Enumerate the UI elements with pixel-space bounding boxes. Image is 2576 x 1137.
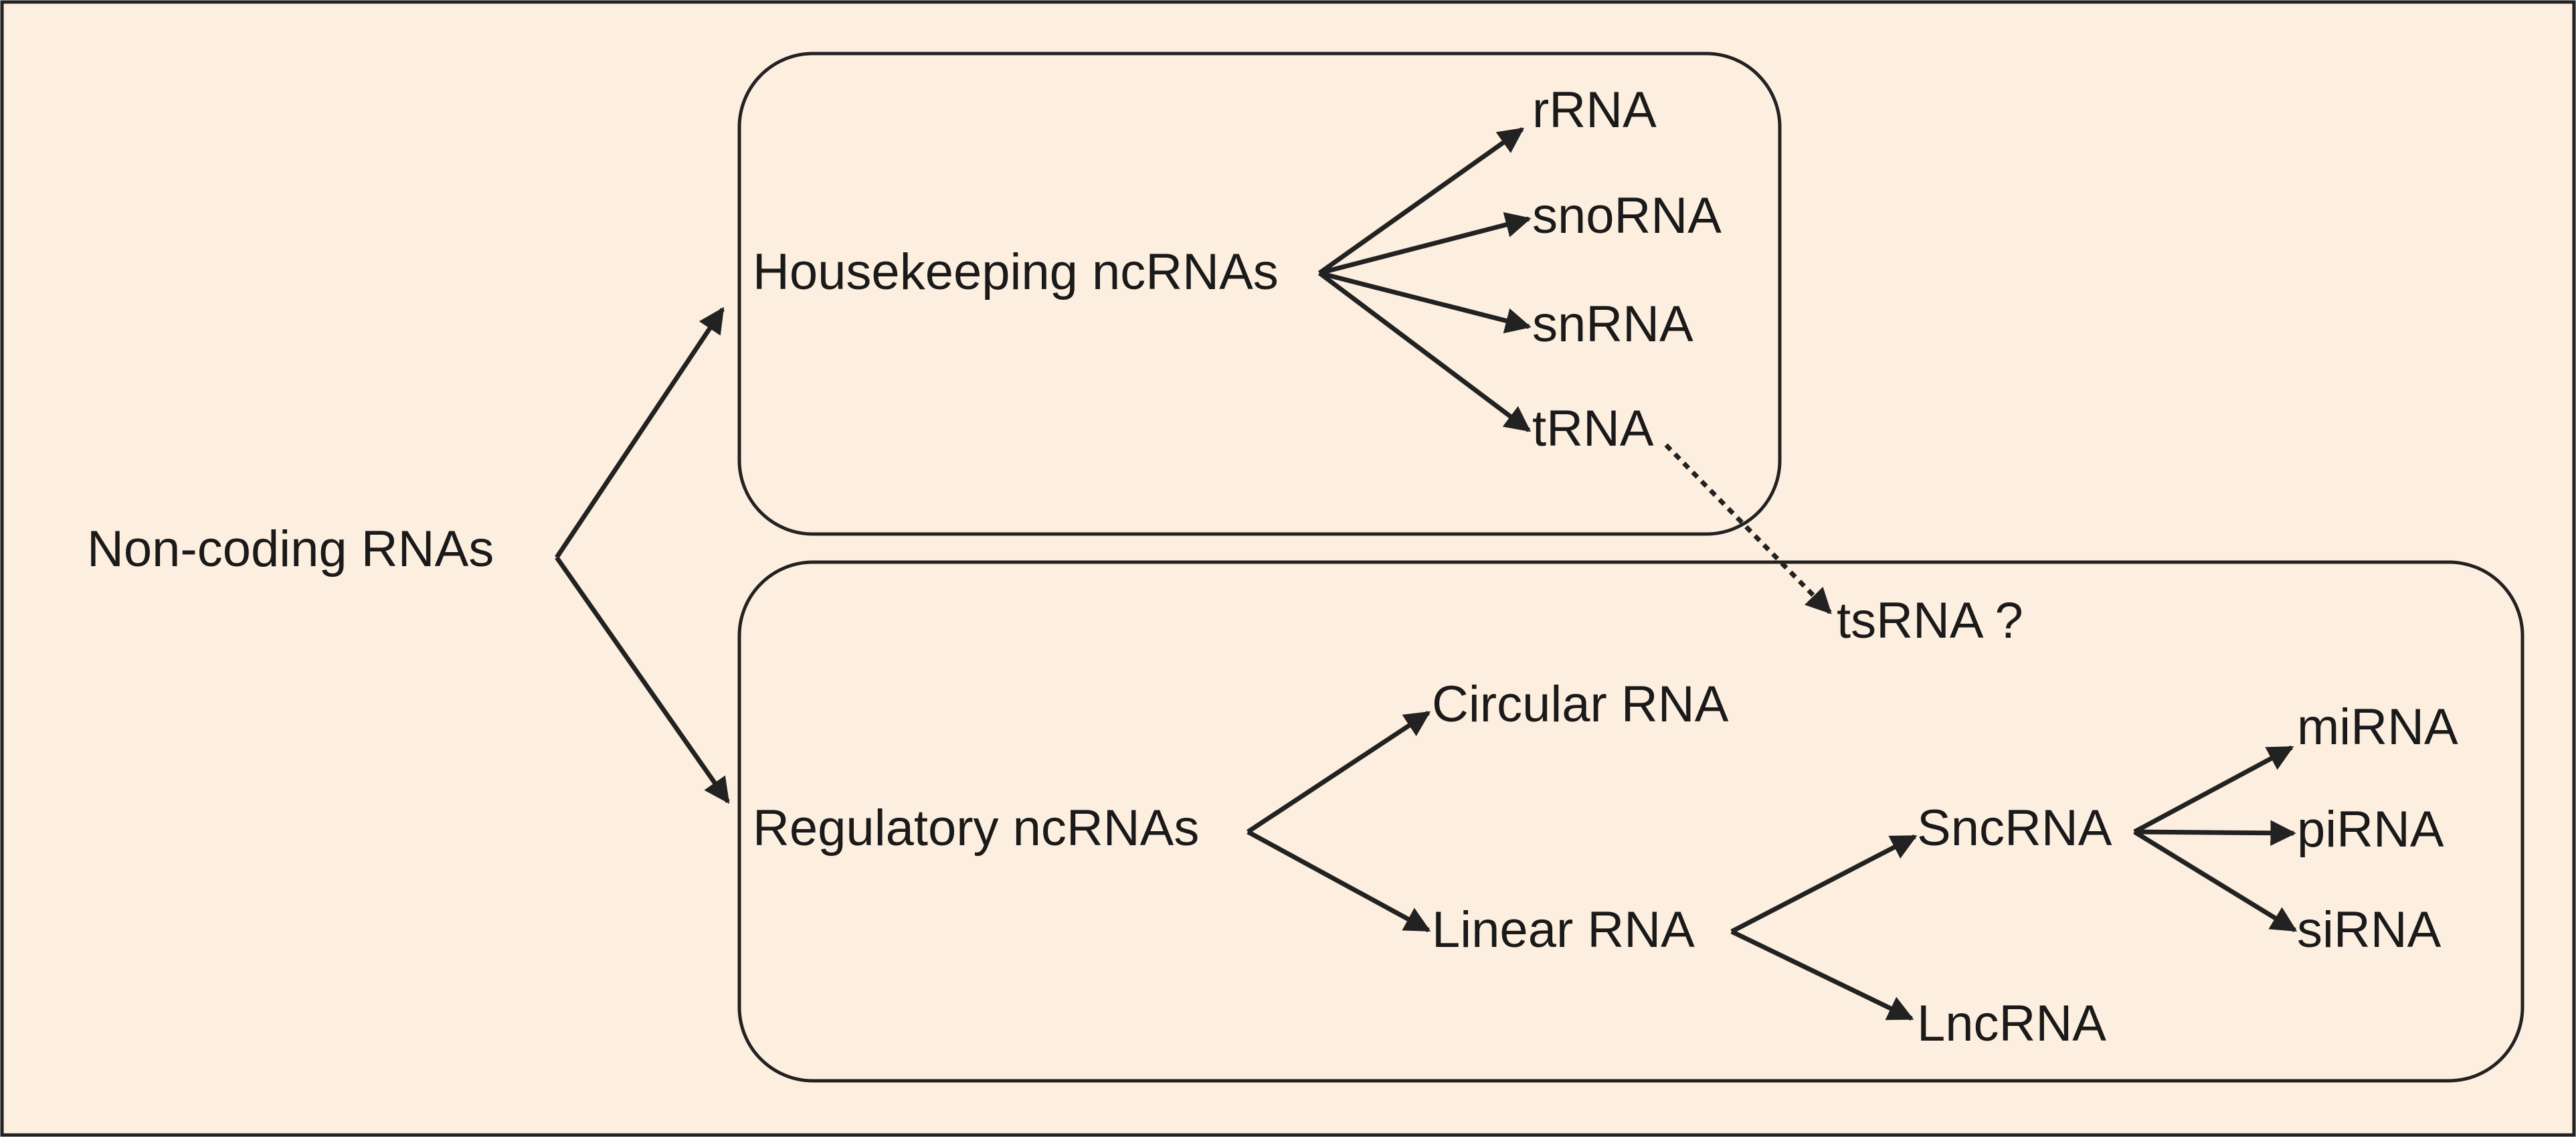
- arrow-sncrna-to-sirna: [2133, 830, 2298, 932]
- node-tsrna: tsRNA ?: [1837, 592, 2023, 649]
- housekeeping-group-box: [737, 52, 1782, 536]
- node-housekeeping-ncrnas: Housekeeping ncRNAs: [753, 244, 1279, 300]
- arrow-linear-to-lncrna: [1730, 929, 1914, 1021]
- arrow-sncrna-to-pirna: [2134, 820, 2296, 846]
- regulatory-group-box: [737, 560, 2524, 1083]
- node-regulatory-ncrnas: Regulatory ncRNAs: [753, 800, 1199, 857]
- arrow-sncrna-to-mirna: [2133, 745, 2294, 835]
- node-circular-rna: Circular RNA: [1432, 676, 1729, 733]
- node-pirna: piRNA: [2297, 801, 2444, 858]
- node-sncrna: SncRNA: [1917, 800, 2112, 857]
- node-trna: tRNA: [1532, 400, 1654, 457]
- node-snrna: snRNA: [1532, 296, 1693, 353]
- arrow-regulatory-to-circular: [1247, 711, 1431, 834]
- node-lncrna: LncRNA: [1917, 995, 2106, 1052]
- arrow-root-to-regulatory: [555, 555, 730, 804]
- node-sirna: siRNA: [2297, 901, 2442, 958]
- node-mirna: miRNA: [2297, 699, 2458, 756]
- node-rrna: rRNA: [1532, 82, 1657, 139]
- arrow-housekeeping-to-snrna: [1319, 270, 1532, 334]
- arrow-regulatory-to-linear: [1247, 829, 1431, 933]
- arrow-housekeeping-to-snorna: [1319, 212, 1532, 276]
- node-snorna: snoRNA: [1532, 187, 1722, 244]
- arrow-root-to-housekeeping: [555, 307, 725, 559]
- arrow-linear-to-sncrna: [1730, 834, 1918, 934]
- dotted-arrow-trna-to-tsrna: [1664, 443, 1832, 614]
- node-non-coding-rnas: Non-coding RNAs: [87, 521, 494, 578]
- arrow-housekeeping-to-trna: [1317, 271, 1532, 432]
- node-linear-rna: Linear RNA: [1432, 901, 1695, 958]
- arrow-housekeeping-to-rrna: [1317, 127, 1525, 275]
